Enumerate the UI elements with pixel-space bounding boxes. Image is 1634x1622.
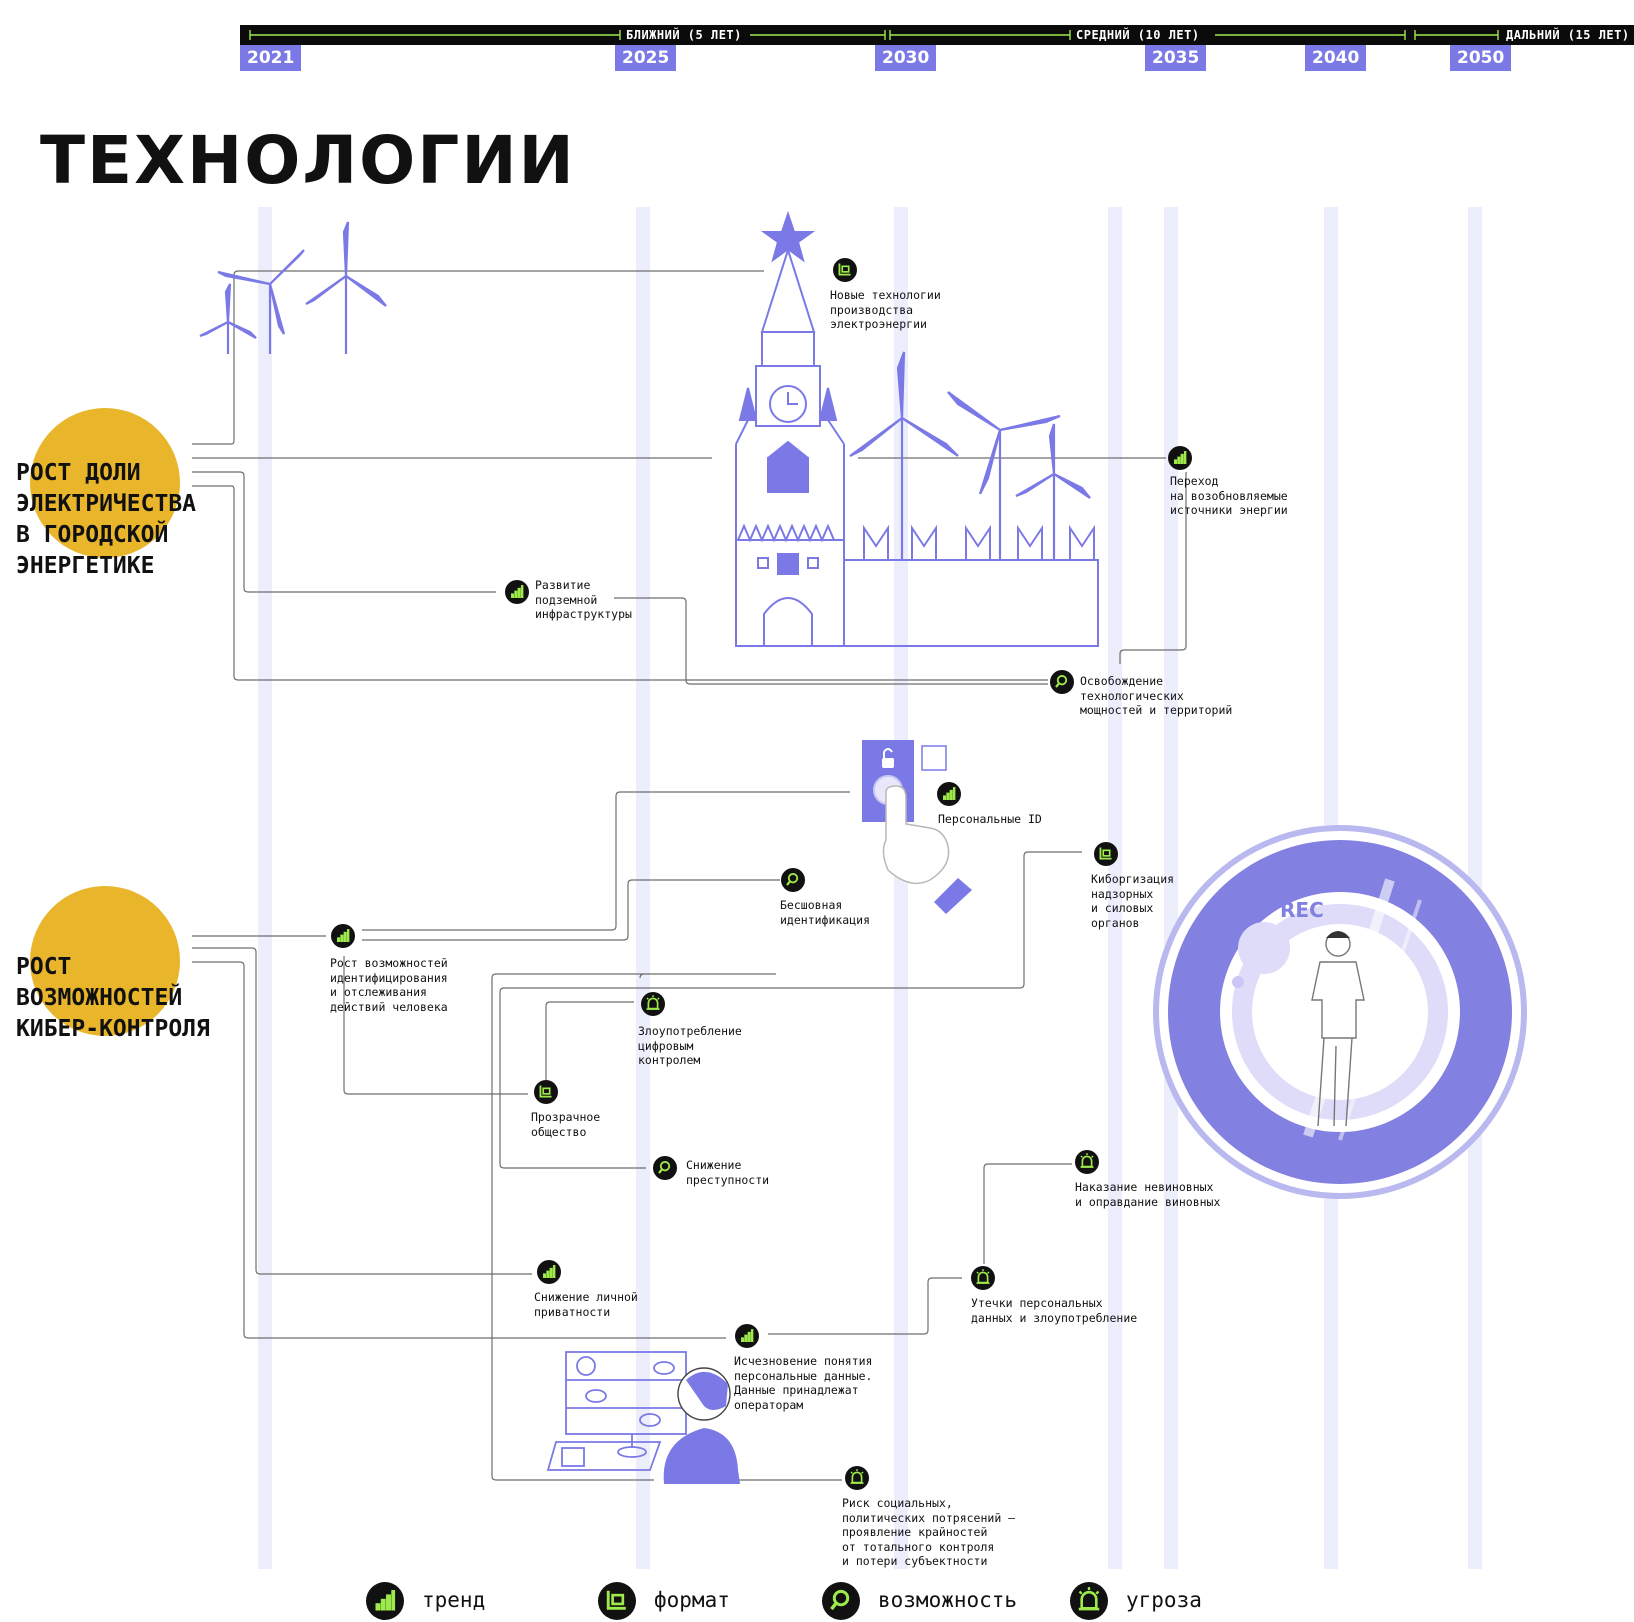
sun-group-electricity [30,408,180,558]
timeline-ticks [249,30,1499,40]
node-personal-data-disappearance: Исчезновение понятия персональные данные… [734,1354,873,1412]
node-personal-id: Персональные ID [938,812,1042,826]
year-2035: 2035 [1145,45,1207,71]
threat-icon [845,1466,869,1490]
node-crime-reduction: Снижение преступности [686,1158,770,1187]
format-icon [598,1582,636,1620]
page-title: ТЕХНОЛОГИИ [40,122,576,199]
node-new-power-tech: Новые технологии производства электроэне… [830,288,941,331]
format-icon [1094,842,1118,866]
threat-icon [1070,1582,1108,1620]
year-guide-2035 [1164,207,1178,1569]
legend-label-format: формат [654,1588,730,1612]
trend-icon [331,924,355,948]
year-guide-2025 [636,207,650,1569]
year-2025: 2025 [615,45,677,71]
group-label-electricity: РОСТ ДОЛИ ЭЛЕКТРИЧЕСТВА В ГОРОДСКОЙ ЭНЕР… [16,460,197,579]
group-label-cyber: РОСТ ВОЗМОЖНОСТЕЙ КИБЕР-КОНТРОЛЯ [16,954,210,1042]
trend-icon [366,1582,404,1620]
node-cyborgization: Киборгизация надзорных и силовых органов [1091,872,1175,930]
personal-id-illustration [862,740,972,914]
node-privacy-decline: Снижение личной приватности [534,1290,638,1319]
node-renewables: Переход на возобновляемые источники энер… [1170,474,1288,517]
year-2050: 2050 [1450,45,1512,71]
trend-icon [505,580,529,604]
year-2021: 2021 [240,45,302,71]
legend-label-opportunity: возможность [878,1588,1018,1612]
node-social-upheaval: Риск социальных, политических потрясений… [842,1496,1016,1568]
format-icon [534,1080,558,1104]
format-icon [833,258,857,282]
foresight-map: БЛИЖНИЙ (5 ЛЕТ) СРЕДНИЙ (10 ЛЕТ) ДАЛЬНИЙ… [16,25,1634,1620]
trend-icon [1168,446,1192,470]
wind-turbines-right [849,351,1091,560]
diagram-canvas [192,210,1527,1484]
rec-label: REC [1280,898,1324,922]
operator-illustration [546,1351,740,1484]
connector-lines [192,270,1187,1481]
opportunity-icon [1050,670,1074,694]
trend-icon [537,1260,561,1284]
node-transparent-society: Прозрачное общество [531,1110,601,1139]
year-2040: 2040 [1305,45,1367,71]
node-control-abuse: Злоупотребление цифровым контролем [638,1024,742,1067]
opportunity-icon [781,868,805,892]
legend-label-threat: угроза [1126,1588,1202,1612]
node-underground-infra: Развитие подземной инфраструктуры [535,578,632,621]
opportunity-icon [822,1582,860,1620]
year-guide-2032 [1108,207,1122,1569]
node-tracking-growth: Рост возможностей идентифицирования и от… [330,956,448,1014]
period-far: ДАЛЬНИЙ (15 ЛЕТ) [1502,25,1634,45]
trend-icon [735,1324,759,1348]
year-guide-2021 [258,207,272,1569]
timeline-bar: БЛИЖНИЙ (5 ЛЕТ) СРЕДНИЙ (10 ЛЕТ) ДАЛЬНИЙ… [240,25,1634,45]
legend-label-trend: тренд [422,1588,486,1612]
node-data-leaks: Утечки персональных данных и злоупотребл… [971,1296,1138,1325]
sun-group-cyber [30,886,180,1036]
threat-icon [971,1266,995,1290]
year-2030: 2030 [875,45,937,71]
opportunity-icon [653,1156,677,1180]
trend-icon [937,782,961,806]
wind-turbines-left [199,221,387,354]
node-freeing-capacity: Освобождение технологических мощностей и… [1080,674,1233,717]
period-mid: СРЕДНИЙ (10 ЛЕТ) [1072,25,1204,45]
surveillance-illustration [1153,825,1527,1199]
node-seamless-id: Бесшовная идентификация [780,898,871,927]
year-guide-2030 [894,207,908,1569]
period-near: БЛИЖНИЙ (5 ЛЕТ) [622,25,746,45]
threat-icon [1075,1150,1099,1174]
kremlin-tower [735,210,1099,647]
node-wrongful-punishment: Наказание невиновных и оправдание виновн… [1075,1180,1221,1209]
threat-icon [641,992,665,1016]
